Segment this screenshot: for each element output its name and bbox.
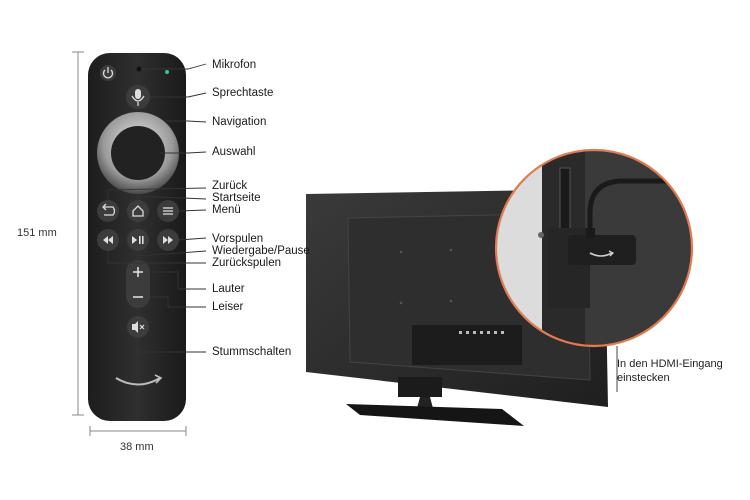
label-sprechtaste: Sprechtaste: [212, 87, 274, 99]
back-button[interactable]: [97, 200, 119, 222]
fire-tv-stick: [568, 235, 636, 265]
home-button[interactable]: [127, 200, 149, 222]
hdmi-instruction-line1: In den HDMI-Eingang: [617, 358, 723, 370]
status-led: [165, 70, 169, 74]
width-dimension-line: [89, 426, 187, 436]
label-stummschalten: Stummschalten: [212, 346, 292, 358]
label-auswahl: Auswahl: [212, 146, 256, 158]
label-wiedergabe: Wiedergabe/Pause: [212, 245, 310, 257]
width-label: 38 mm: [120, 441, 154, 453]
tv-stand: [346, 404, 524, 426]
leader-lines: [107, 63, 207, 353]
microphone-hole: [136, 66, 142, 72]
label-vorspulen: Vorspulen: [212, 233, 264, 245]
label-mikrofon: Mikrofon: [212, 59, 257, 71]
label-navigation: Navigation: [212, 116, 267, 128]
hdmi-cable: [587, 178, 692, 235]
height-label: 151 mm: [17, 227, 57, 239]
select-button[interactable]: [111, 126, 165, 180]
volume-rocker[interactable]: [126, 260, 150, 308]
label-leiser: Leiser: [212, 301, 244, 313]
label-startseite: Startseite: [212, 192, 261, 204]
hdmi-callout: [494, 148, 694, 392]
label-menue: Menü: [212, 204, 241, 216]
hdmi-instruction-line2: einstecken: [617, 372, 670, 384]
hdmi-instruction: In den HDMI-Eingang einstecken: [617, 357, 723, 385]
label-zurueckspulen: Zurückspulen: [212, 257, 282, 269]
amazon-logo: [115, 377, 161, 386]
remote-control: [88, 53, 186, 421]
label-lauter: Lauter: [212, 283, 245, 295]
label-zurueck: Zurück: [212, 180, 248, 192]
height-dimension-line: [72, 51, 84, 416]
play-pause-button[interactable]: [127, 229, 149, 251]
